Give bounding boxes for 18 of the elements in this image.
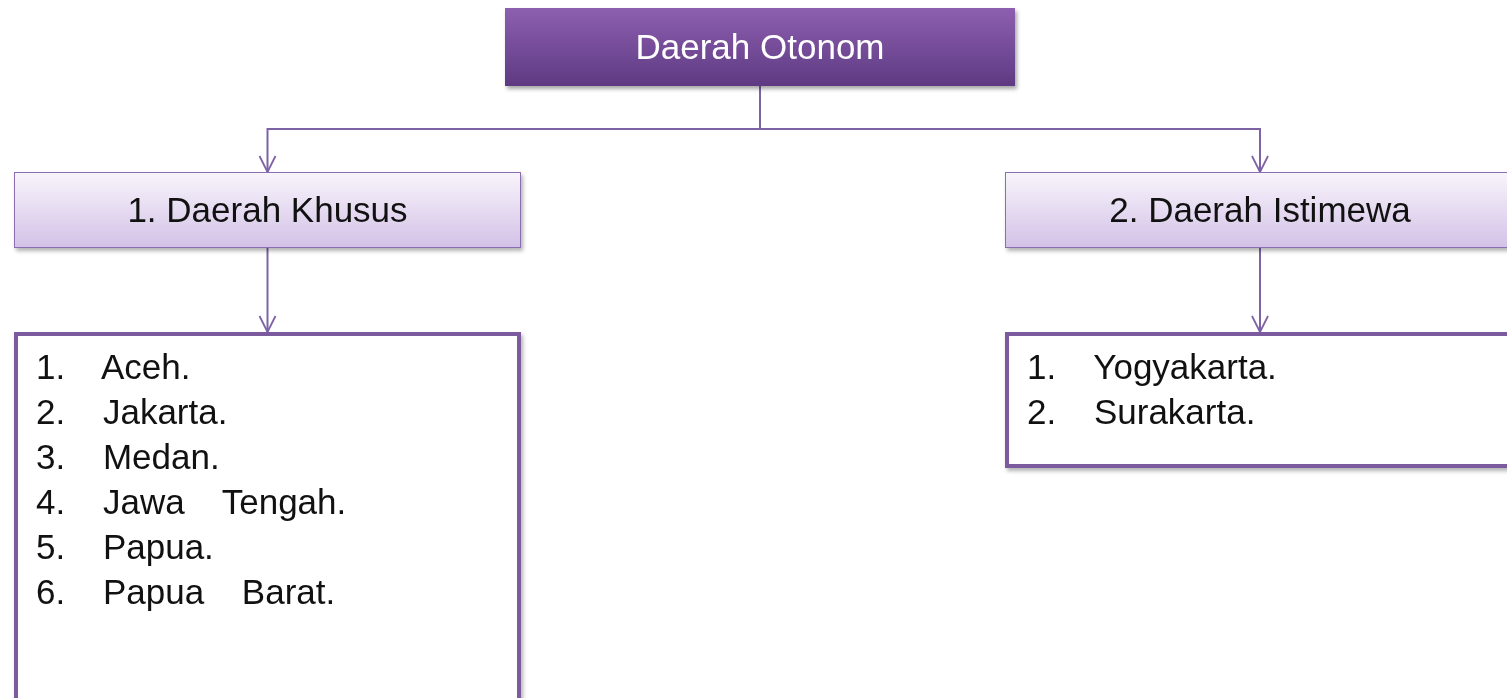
- list-box: [1005, 332, 1507, 468]
- list-item: 4. Jawa Tengah.: [36, 481, 348, 523]
- list-item: 6. Papua Barat.: [36, 571, 337, 613]
- box-label: 1. Daerah Khusus: [127, 190, 408, 230]
- category-box: [14, 172, 521, 248]
- list-item: 2. Jakarta.: [36, 391, 229, 433]
- box-label: 2. Daerah Istimewa: [1109, 190, 1411, 230]
- list-item: 1. Aceh.: [36, 346, 192, 388]
- list-box: [14, 332, 521, 698]
- connector-arrow: [258, 247, 277, 333]
- box-label: Daerah Otonom: [635, 27, 885, 67]
- list-item: 2. Surakarta.: [1027, 391, 1257, 433]
- list-item: 1. Yogyakarta.: [1027, 346, 1278, 388]
- root-box: [505, 8, 1015, 86]
- connector-arrow: [1251, 247, 1269, 333]
- list-item: 3. Medan.: [36, 436, 221, 478]
- list-item: 5. Papua.: [36, 526, 215, 568]
- category-box: [1005, 172, 1507, 248]
